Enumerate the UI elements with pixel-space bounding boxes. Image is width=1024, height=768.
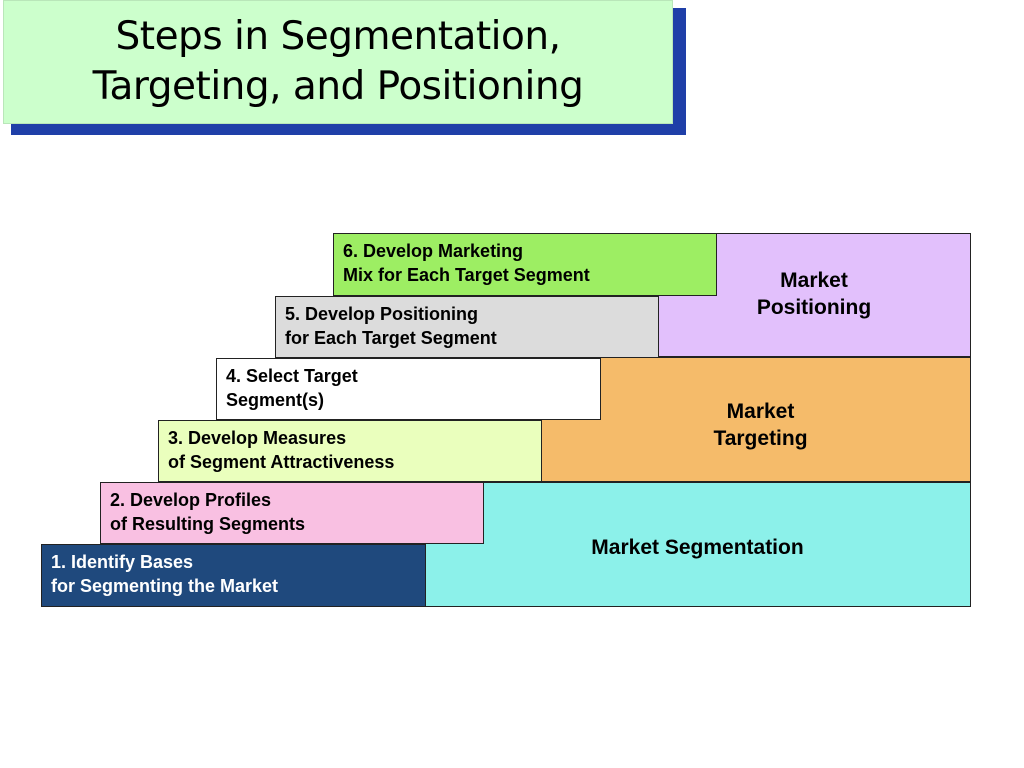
step-5-line-1: 5. Develop Positioning [285, 304, 479, 324]
step-6-line-1: 6. Develop Marketing [343, 241, 524, 261]
step-6-develop-marketing: 6. Develop Marketing Mix for Each Target… [333, 233, 717, 296]
positioning-line-2: Positioning [756, 296, 872, 319]
positioning-line-1: Market [780, 269, 848, 292]
step-2-line-1: 2. Develop Profiles [110, 490, 272, 510]
step-4-line-2: Segment(s) [226, 390, 325, 410]
region-market-segmentation: Market Segmentation [424, 482, 971, 607]
step-2-develop-profiles: 2. Develop Profiles of Resulting Segment… [100, 482, 484, 544]
step-3-line-1: 3. Develop Measures [168, 428, 347, 448]
region-market-targeting: Market Targeting [540, 357, 971, 482]
title-line-2: Targeting, and Positioning [92, 64, 584, 109]
targeting-line-2: Targeting [713, 427, 808, 450]
step-4-line-1: 4. Select Target [226, 366, 358, 386]
step-5-develop-positioning: 5. Develop Positioning for Each Target S… [275, 296, 659, 358]
segmentation-line-1: Market Segmentation [591, 536, 804, 559]
step-1-identify-bases: 1. Identify Bases for Segmenting the Mar… [41, 544, 426, 607]
step-2-line-2: of Resulting Segments [110, 514, 306, 534]
step-1-line-1: 1. Identify Bases [51, 552, 194, 572]
step-5-line-2: for Each Target Segment [285, 328, 497, 348]
targeting-line-1: Market [726, 400, 795, 423]
step-4-select-target: 4. Select Target Segment(s) [216, 358, 601, 420]
step-6-line-2: Mix for Each Target Segment [343, 265, 590, 285]
step-1-line-2: for Segmenting the Market [51, 576, 279, 596]
title-line-1: Steps in Segmentation, [115, 14, 561, 59]
step-3-develop-measures: 3. Develop Measures of Segment Attractiv… [158, 420, 542, 482]
page-title: Steps in Segmentation, Targeting, and Po… [3, 0, 673, 124]
step-3-line-2: of Segment Attractiveness [168, 452, 395, 472]
